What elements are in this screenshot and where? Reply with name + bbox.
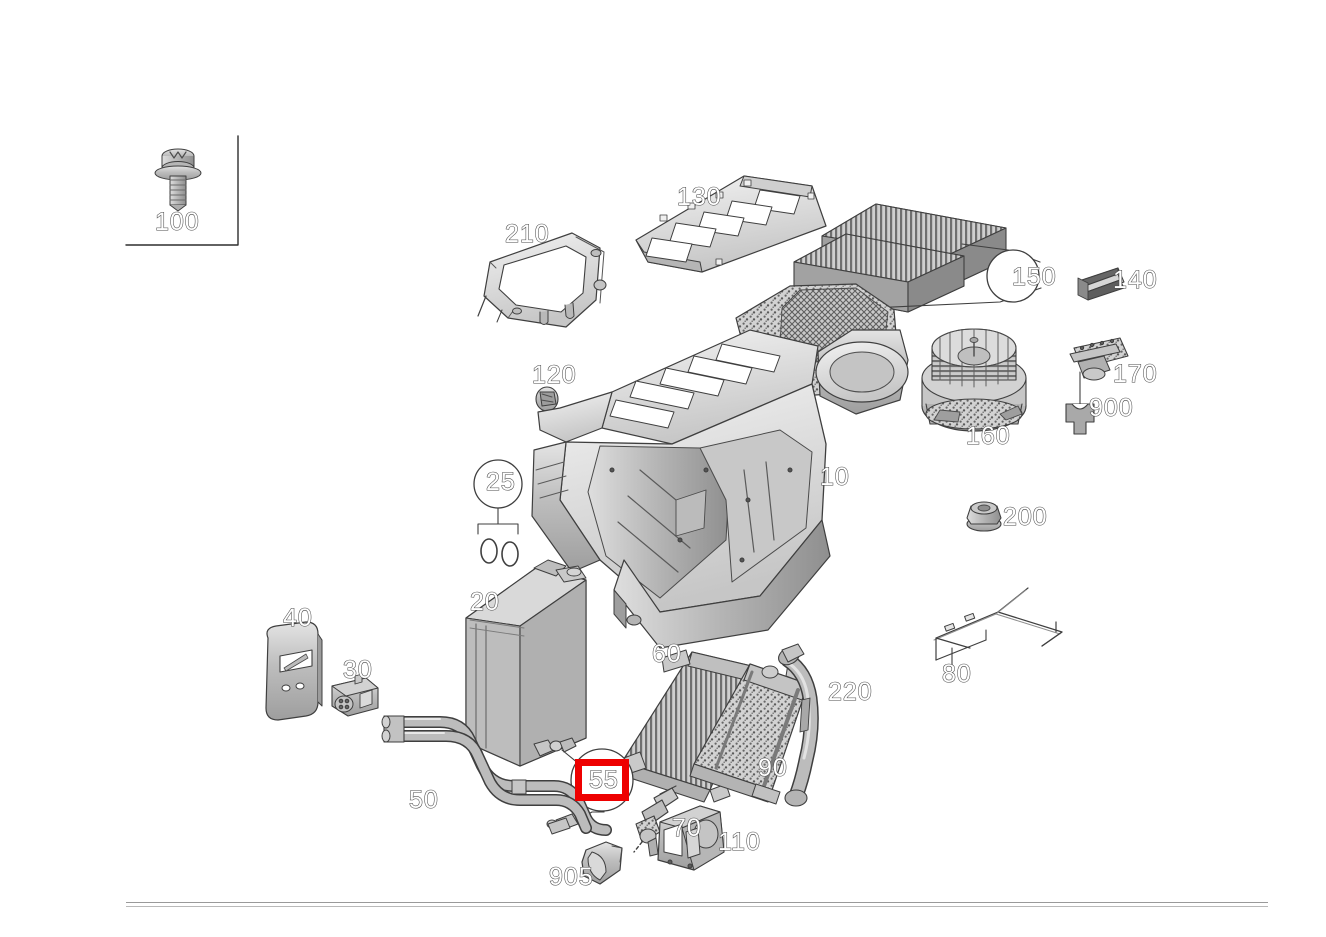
part-label-130[interactable]: 130: [676, 183, 722, 211]
part-label-40[interactable]: 40: [282, 604, 313, 632]
part-label-30[interactable]: 30: [342, 656, 373, 684]
part-100-flange-bolt: [154, 148, 202, 212]
part-label-150[interactable]: 150: [1011, 263, 1057, 291]
part-label-160[interactable]: 160: [965, 422, 1011, 450]
part-label-80[interactable]: 80: [941, 660, 972, 688]
part-label-100[interactable]: 100: [154, 208, 200, 236]
part-label-220[interactable]: 220: [827, 678, 873, 706]
part-label-20[interactable]: 20: [469, 588, 500, 616]
part-905-foam-pad: [581, 841, 623, 885]
part-200-flange-nut: [966, 501, 1002, 532]
part-label-140[interactable]: 140: [1112, 266, 1158, 294]
part-220-hose-elbow: [778, 643, 819, 807]
part-label-70[interactable]: 70: [671, 814, 702, 842]
part-120-grommet-plug: [535, 386, 559, 412]
part-50-refrigerant-line: [381, 715, 612, 836]
part-label-110[interactable]: 110: [717, 828, 761, 856]
part-label-170[interactable]: 170: [1112, 360, 1158, 388]
part-label-905[interactable]: 905: [548, 863, 594, 891]
footer-divider-rule: [126, 902, 1268, 907]
part-label-10[interactable]: 10: [819, 463, 850, 491]
part-160-blower-motor: [921, 328, 1027, 432]
part-10-hvac-housing: [531, 283, 909, 649]
part-60-heater-core: [617, 649, 761, 803]
part-900-rubber-bushing: [1065, 403, 1095, 435]
part-90-aux-exchanger: [689, 663, 809, 805]
part-20-evaporator: [465, 559, 587, 767]
part-label-120[interactable]: 120: [531, 361, 577, 389]
part-210-seal-frame: [477, 232, 607, 328]
part-label-60[interactable]: 60: [651, 640, 682, 668]
part-25-o-rings: [473, 459, 523, 567]
part-40-cover-panel: [265, 621, 323, 721]
inset-corner-frame: [125, 135, 239, 246]
part-170-blower-regulator: [1069, 337, 1129, 405]
part-label-55[interactable]: 55: [588, 766, 619, 794]
part-140-cover-strip: [1077, 267, 1125, 301]
part-label-210[interactable]: 210: [504, 220, 550, 248]
part-110-servo-actuator: [647, 805, 725, 871]
part-label-90[interactable]: 90: [757, 754, 788, 782]
part-label-900[interactable]: 900: [1088, 394, 1134, 422]
part-label-200[interactable]: 200: [1002, 503, 1048, 531]
part-130-air-duct-grille: [635, 175, 827, 273]
part-label-50[interactable]: 50: [408, 786, 439, 814]
part-80-wire-clip: [933, 587, 1063, 669]
part-30-connector: [331, 673, 379, 717]
part-label-25[interactable]: 25: [485, 468, 516, 496]
